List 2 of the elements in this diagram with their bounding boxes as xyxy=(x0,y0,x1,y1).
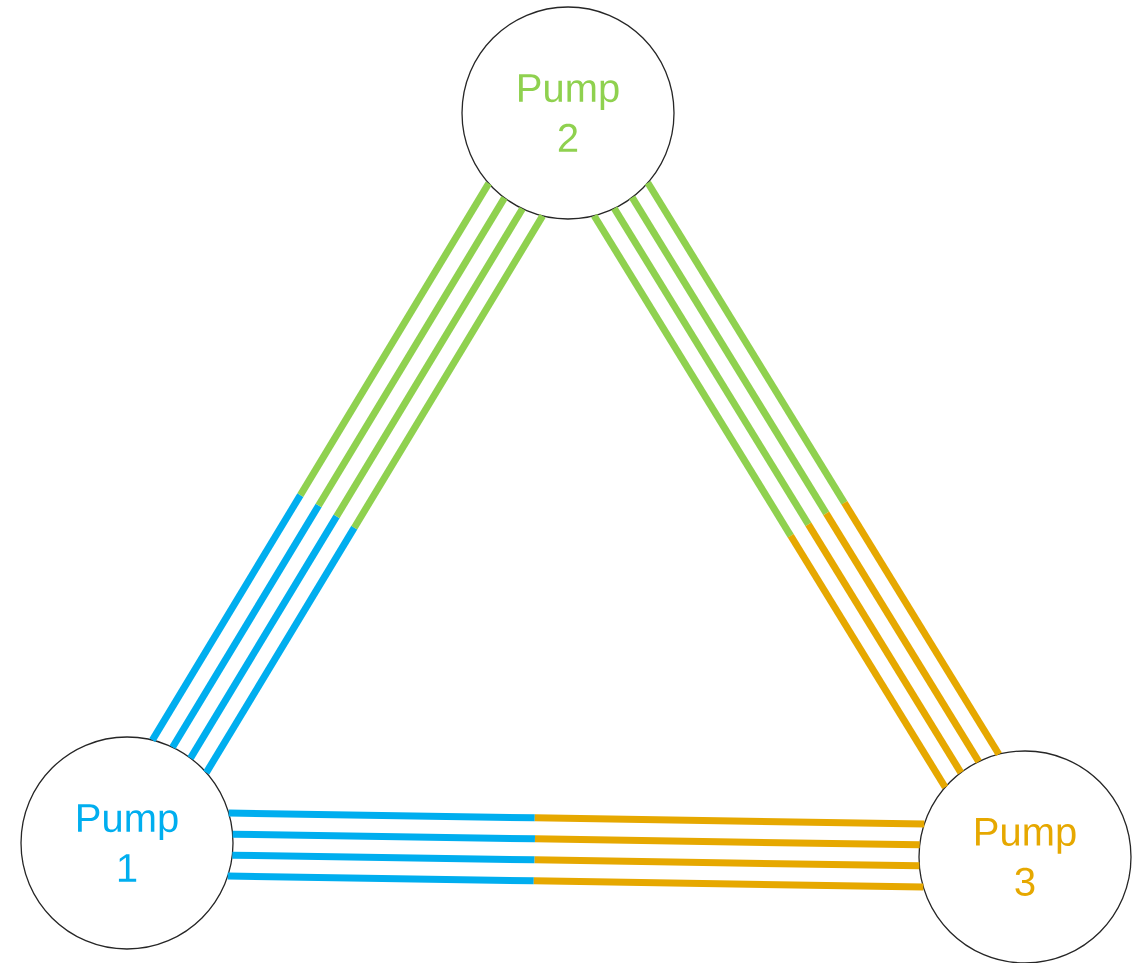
pipe-line xyxy=(227,872,924,891)
pipe-line xyxy=(228,809,925,828)
